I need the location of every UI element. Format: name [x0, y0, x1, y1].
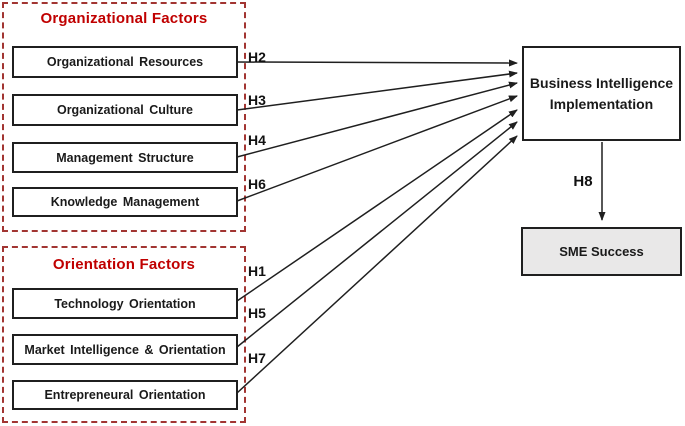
hypothesis-label-h8: H8 — [573, 173, 593, 190]
hypothesis-label-h6: H6 — [248, 176, 266, 192]
arrow-h4 — [236, 81, 518, 158]
hypothesis-label-h3: H3 — [248, 92, 266, 108]
arrow-h7 — [236, 135, 518, 394]
bi-title-line2: Implementation — [549, 95, 654, 112]
node-knowledge-management: Knowledge Management — [12, 187, 238, 217]
node-organizational-resources: Organizational Resources — [12, 46, 238, 78]
arrow-h1 — [236, 109, 518, 302]
hypothesis-label-h5: H5 — [248, 305, 266, 321]
orientation-factors-title: Orientation Factors — [52, 256, 196, 273]
arrow-h3 — [236, 70, 518, 111]
node-sme-success: SME Success — [521, 227, 682, 276]
organizational-factors-title: Organizational Factors — [40, 10, 208, 27]
node-business-intelligence-implementation: Business Intelligence Implementation — [522, 46, 681, 141]
hypothesis-label-h1: H1 — [248, 263, 266, 279]
node-organizational-culture: Organizational Culture — [12, 94, 238, 126]
hypothesis-label-h4: H4 — [248, 132, 266, 148]
node-market-intelligence-orientation: Market Intelligence & Orientation — [12, 334, 238, 365]
arrow-h6 — [236, 95, 518, 202]
node-entrepreneural-orientation: Entrepreneural Orientation — [12, 380, 238, 410]
orientation-factors-group: Orientation Factors Technology Orientati… — [2, 246, 246, 423]
node-management-structure: Management Structure — [12, 142, 238, 173]
arrow-h2 — [236, 59, 518, 67]
node-technology-orientation: Technology Orientation — [12, 288, 238, 319]
arrow-h5 — [236, 121, 518, 348]
hypothesis-label-h2: H2 — [248, 49, 266, 65]
hypothesis-label-h7: H7 — [248, 350, 266, 366]
organizational-factors-group: Organizational Factors Organizational Re… — [2, 2, 246, 232]
bi-title-line1: Business Intelligence — [529, 75, 674, 92]
